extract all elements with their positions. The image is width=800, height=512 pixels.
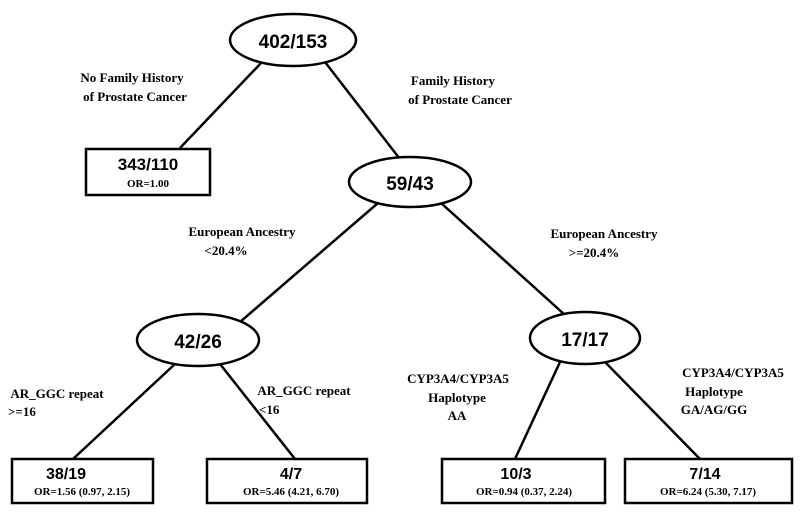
family-label-line1: Family History [411, 73, 496, 88]
eu-low-node [135, 312, 261, 368]
ar-low-label-line2: <16 [259, 402, 280, 417]
cyp-other-label-line3: GA/AG/GG [681, 402, 747, 417]
no-family-node [84, 147, 212, 197]
edge-eu-high-to-cyp-other [604, 361, 701, 460]
cyp-aa-label-line3: AA [448, 408, 467, 423]
cyp-other-label-line1: CYP3A4/CYP3A5 [682, 365, 784, 380]
cyp-other-count: 7/14 [689, 466, 720, 483]
cyp-aa-count: 10/3 [500, 466, 531, 483]
edge-root-to-family [324, 61, 404, 164]
ar-low-node [205, 457, 369, 505]
cyp-other-or: OR=6.24 (5.30, 7.17) [660, 486, 756, 498]
root-count: 402/153 [259, 32, 328, 53]
eu-high-count: 17/17 [561, 330, 609, 351]
family-label-line2: of Prostate Cancer [408, 92, 512, 107]
family-node [347, 155, 473, 209]
ar-low-label-line1: AR_GGC repeat [257, 383, 351, 398]
ar-high-label-line1: AR_GGC repeat [10, 386, 104, 401]
cyp-other-node [623, 457, 794, 505]
edge-eu-high-to-cyp-aa [513, 361, 562, 460]
root-node [228, 12, 358, 68]
eu-low-count: 42/26 [174, 332, 222, 353]
eu-high-label-line1: European Ancestry [550, 226, 658, 241]
edge-root-to-no-family [179, 61, 263, 149]
ar-high-label-line2: >=16 [8, 404, 36, 419]
cyp-aa-label-line2: Haplotype [428, 390, 486, 405]
cyp-aa-node [440, 457, 607, 505]
eu-low-label-line2: <20.4% [204, 243, 247, 258]
no-family-count: 343/110 [118, 155, 179, 174]
cyp-aa-label-line1: CYP3A4/CYP3A5 [407, 371, 509, 386]
edge-family-to-eu-low [239, 202, 379, 323]
ar-high-node [10, 457, 155, 505]
family-count: 59/43 [386, 174, 434, 195]
ar-low-count: 4/7 [280, 466, 302, 483]
no-family-label-line2: of Prostate Cancer [83, 89, 187, 104]
edge-family-to-eu-high [440, 202, 566, 316]
ar-high-or: OR=1.56 (0.97, 2.15) [34, 486, 130, 498]
cyp-aa-or: OR=0.94 (0.37, 2.24) [476, 486, 572, 498]
edge-eu-low-to-ar-low [219, 363, 296, 460]
eu-low-label-line1: European Ancestry [188, 224, 296, 239]
no-family-label-line1: No Family History [80, 70, 184, 85]
ar-high-count: 38/19 [46, 466, 86, 483]
ar-low-or: OR=5.46 (4.21, 6.70) [243, 486, 339, 498]
no-family-or: OR=1.00 [127, 178, 170, 190]
eu-high-node [528, 310, 642, 366]
cyp-other-label-line2: Haplotype [685, 384, 743, 399]
edge-eu-low-to-ar-high [72, 363, 176, 460]
eu-high-label-line2: >=20.4% [569, 245, 620, 260]
